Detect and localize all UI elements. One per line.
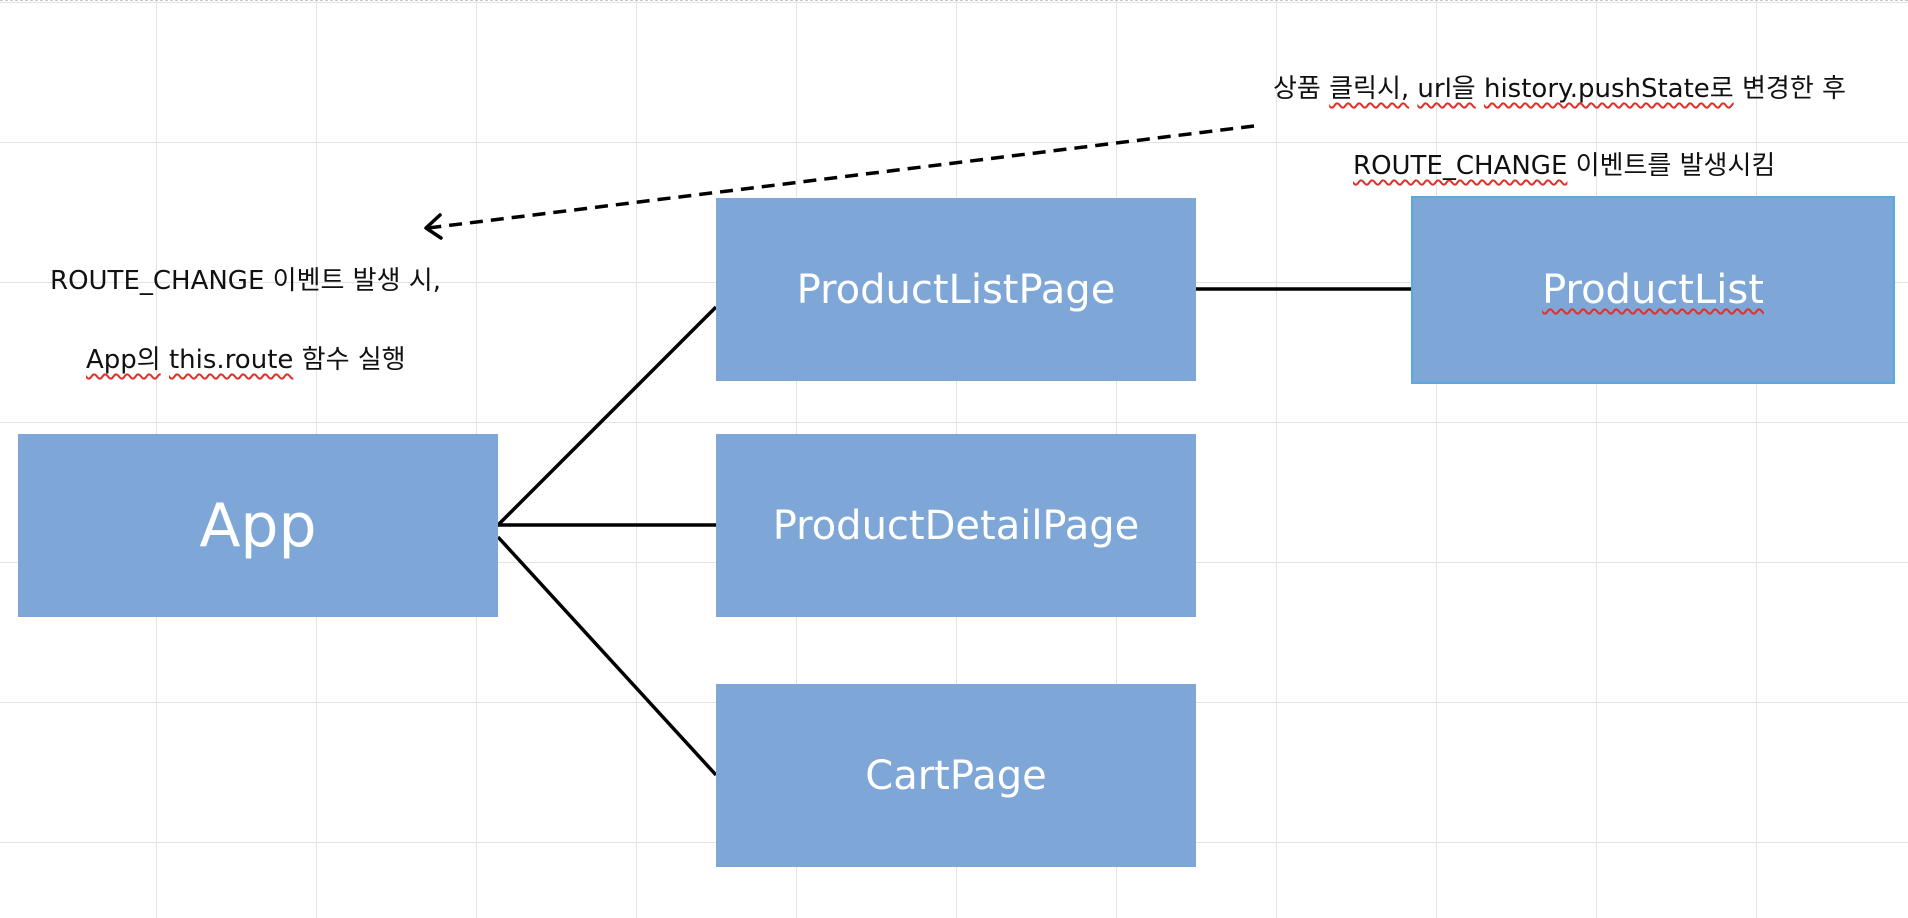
note-function-run: 함수 실행: [301, 345, 406, 375]
note-after-change: 변경한 후: [1741, 74, 1846, 104]
dashed-route-change-arrow[interactable]: [427, 124, 1255, 230]
note-fire-event: 이벤트를 발생시킴: [1575, 151, 1776, 181]
node-app-label: App: [199, 490, 317, 561]
node-product-list-page-label: ProductListPage: [796, 266, 1116, 313]
node-product-list-page[interactable]: ProductListPage: [716, 198, 1196, 381]
note-route-change-line1: ROUTE_CHANGE 이벤트 발생 시,: [50, 268, 441, 294]
note-click-line1: 상품 클릭시, url을 history.pushState로 변경한 후: [1273, 76, 1846, 102]
arrowhead-icon: [424, 213, 443, 240]
note-product-word: 상품: [1273, 74, 1321, 104]
note-route-change-line2: App의 this.route 함수 실행: [86, 347, 406, 373]
note-this-route: this.route: [168, 345, 294, 375]
page-top-border: [0, 0, 1908, 1]
node-cart-page[interactable]: CartPage: [716, 684, 1196, 867]
note-app-word: App의: [86, 345, 161, 375]
note-pushstate-word: history.pushState로: [1483, 74, 1734, 104]
node-product-list-label: ProductList: [1542, 267, 1764, 313]
note-click-word: 클릭시,: [1329, 74, 1410, 104]
note-click-line2: ROUTE_CHANGE 이벤트를 발생시킴: [1353, 153, 1775, 179]
node-product-detail-page[interactable]: ProductDetailPage: [716, 434, 1196, 617]
node-product-list[interactable]: ProductList: [1411, 196, 1895, 384]
node-cart-page-label: CartPage: [865, 752, 1047, 799]
note-route-change-text: ROUTE_CHANGE 이벤트 발생 시,: [50, 266, 441, 296]
note-route-change-word: ROUTE_CHANGE: [1353, 151, 1568, 181]
connector-app-cartpage[interactable]: [496, 535, 718, 777]
node-app[interactable]: App: [18, 434, 498, 617]
note-url-word: url을: [1417, 74, 1476, 104]
connector-app-productlistpage[interactable]: [496, 305, 718, 527]
node-product-detail-page-label: ProductDetailPage: [772, 502, 1140, 549]
